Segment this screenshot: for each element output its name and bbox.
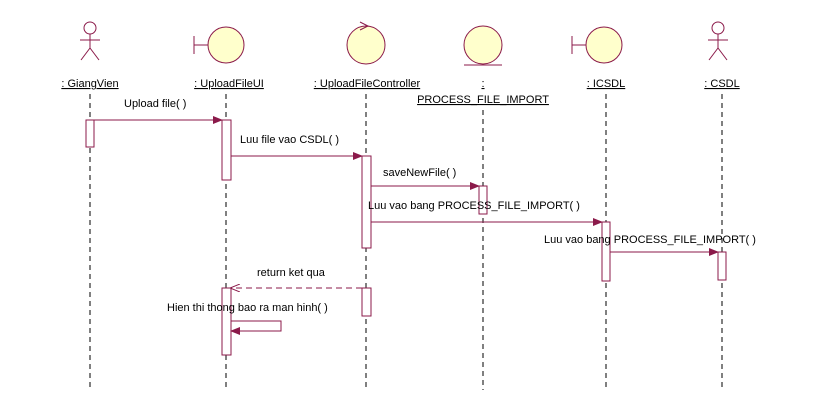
participant-label: : CSDL	[704, 78, 739, 90]
activation-controller-return	[361, 287, 372, 317]
actor-icon	[80, 21, 100, 61]
participant-uploadfilecontroller: : UploadFileController	[314, 21, 421, 90]
message-label: Hien thi thong bao ra man hinh( )	[167, 302, 328, 314]
participant-label: : GiangVien	[61, 78, 118, 90]
participant-process-file-import: : PROCESS_FILE_IMPORT	[417, 25, 549, 106]
boundary-icon	[193, 26, 245, 64]
message-label: Luu file vao CSDL( )	[240, 134, 339, 146]
boundary-icon	[571, 26, 623, 64]
activations	[85, 119, 727, 356]
activation-icsdl	[601, 221, 611, 282]
activation-csdl	[717, 251, 727, 281]
message-label: Luu vao bang PROCESS_FILE_IMPORT( )	[368, 200, 580, 212]
message-label: return ket qua	[257, 267, 326, 279]
message-label: saveNewFile( )	[383, 167, 456, 179]
actor-icon	[708, 21, 728, 61]
activation-uploadfilecontroller	[361, 155, 372, 249]
participant-giangvien: : GiangVien	[61, 21, 119, 90]
participant-label: : UploadFileUI	[194, 78, 264, 90]
control-icon	[346, 21, 386, 65]
participant-label: : UploadFileController	[314, 78, 421, 90]
activation-giangvien	[85, 119, 95, 148]
participant-label: :	[481, 78, 484, 90]
message-label: Upload file( )	[124, 98, 186, 110]
participant-csdl: : CSDL	[704, 21, 740, 90]
participant-label-line2: PROCESS_FILE_IMPORT	[417, 94, 549, 106]
messages	[94, 116, 719, 335]
message-arrow-self-display	[230, 320, 282, 335]
activation-ui-display	[221, 287, 232, 356]
participant-label: : ICSDL	[587, 78, 626, 90]
participant-uploadfileui: : UploadFileUI	[193, 26, 264, 90]
activation-process-file-import	[478, 185, 488, 215]
message-label: Luu vao bang PROCESS_FILE_IMPORT( )	[544, 234, 756, 246]
entity-icon	[463, 25, 503, 66]
participant-icsdl: : ICSDL	[571, 26, 626, 90]
activation-uploadfileui	[221, 119, 232, 181]
